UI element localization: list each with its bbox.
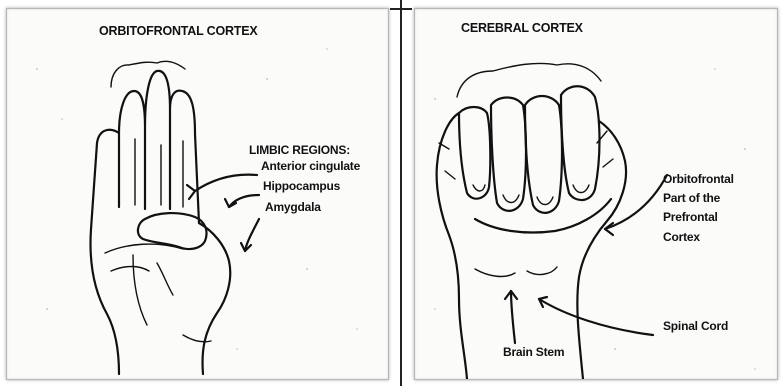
panel-divider [393, 0, 409, 386]
closed-fist-panel: CEREBRAL CORTEX [414, 8, 778, 380]
arrow-spinal-cord [539, 299, 653, 335]
palm-crease-1 [105, 244, 183, 253]
prefrontal-label-line-2: Part of the [663, 191, 720, 205]
hand-outline [91, 71, 199, 374]
palm-crease-4 [157, 263, 173, 295]
palm-crease-2 [111, 267, 149, 272]
pointer-arrow-icon [225, 199, 236, 207]
nail-2 [503, 195, 519, 203]
finger-little [561, 86, 600, 200]
open-hand-illustration [7, 9, 388, 379]
finger-middle [491, 98, 526, 211]
cortex-bracket [111, 61, 185, 87]
finger-lines [135, 139, 183, 207]
limbic-regions-heading: LIMBIC REGIONS: [249, 143, 350, 157]
open-hand-panel: ORBITOFRONTAL CORTEX LIMBIC REG [6, 8, 389, 380]
wrist-crease-2 [527, 267, 557, 274]
spinal-cord-label: Spinal Cord [663, 319, 728, 333]
limbic-item-amygdala: Amygdala [265, 200, 321, 214]
limbic-item-hippocampus: Hippocampus [263, 179, 340, 193]
nail-1 [473, 185, 485, 191]
prefrontal-label-line-3: Prefrontal [663, 210, 718, 224]
brain-stem-label: Brain Stem [503, 345, 564, 359]
palm-crease-3 [133, 255, 147, 325]
limbic-item-anterior-cingulate: Anterior cingulate [261, 159, 360, 173]
finger-ring [525, 96, 562, 213]
wrist-crease-1 [475, 269, 515, 276]
pointer-arrow-icon [187, 185, 195, 199]
prefrontal-label-line-4: Cortex [663, 230, 700, 244]
cortex-bracket [457, 63, 601, 97]
pointer-arrow-icon [605, 223, 613, 235]
prefrontal-label-line-1: Orbitofrontal [663, 172, 734, 186]
arrow-anterior-cingulate [195, 175, 257, 191]
palm-right-edge [199, 223, 230, 374]
nail-3 [537, 197, 553, 205]
arrow-amygdala [245, 219, 259, 251]
arrow-brain-stem [511, 291, 515, 343]
nail-4 [573, 185, 589, 193]
fist-outline [437, 113, 626, 379]
arrow-prefrontal [605, 175, 667, 229]
